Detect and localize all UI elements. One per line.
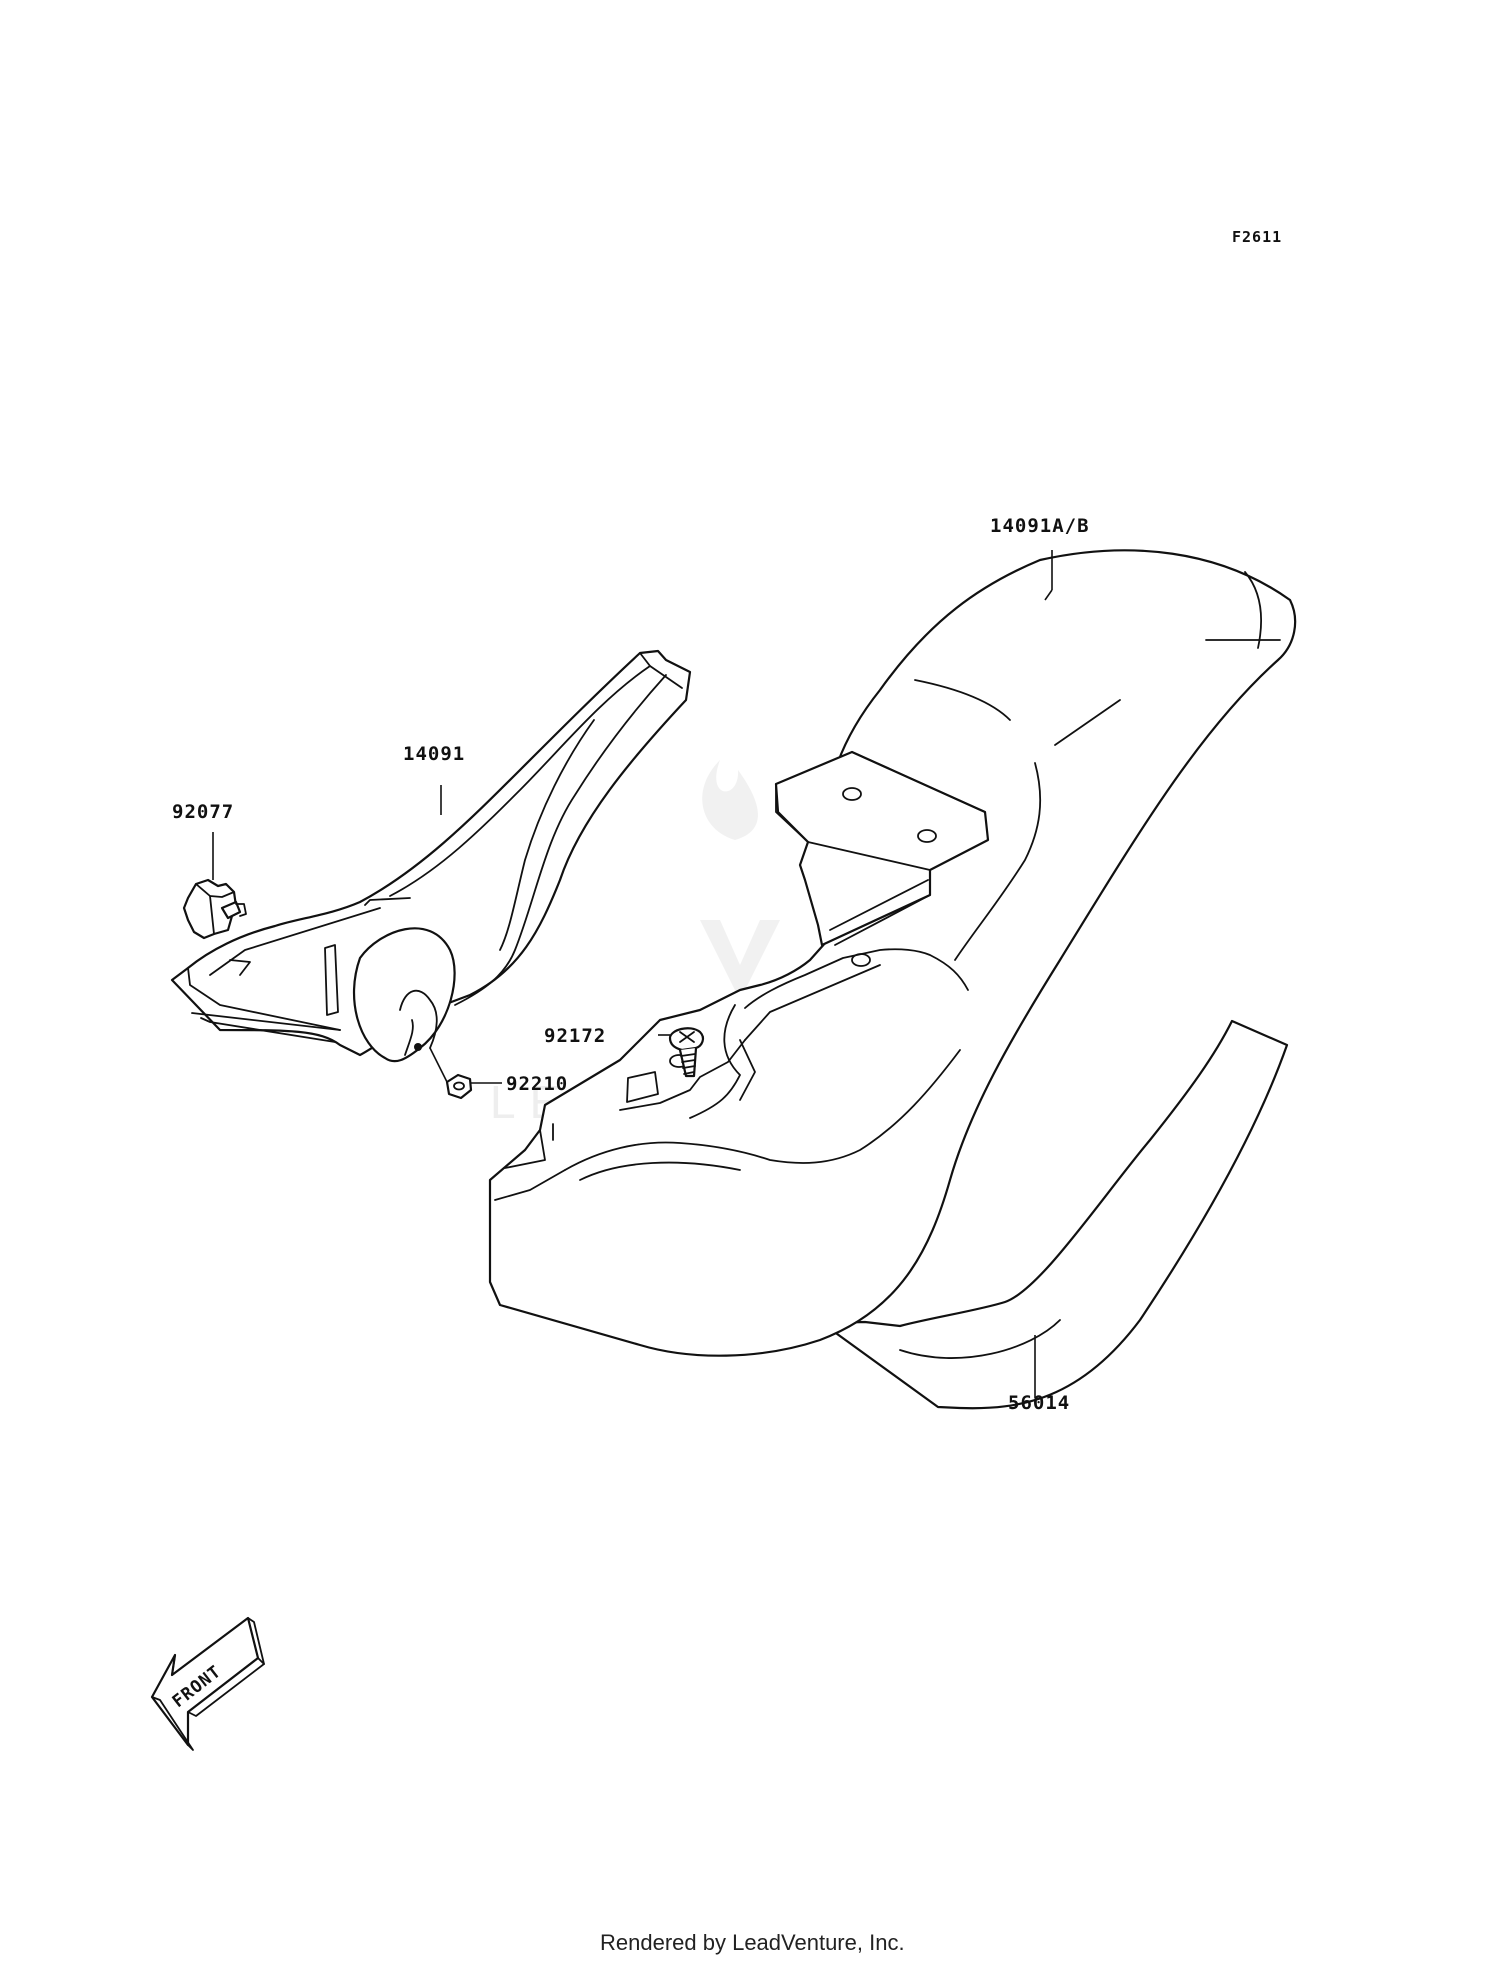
callout-knob[interactable]: 92077: [172, 801, 234, 823]
seat-pad-part: [820, 1019, 1289, 1410]
nut-part: [445, 1073, 473, 1100]
callout-seat[interactable]: 14091A/B: [990, 515, 1090, 537]
footer-credit: Rendered by LeadVenture, Inc.: [600, 1930, 905, 1955]
figure-code: F2611: [1232, 228, 1282, 246]
callout-bolt[interactable]: 92172: [544, 1025, 606, 1047]
side-cover-part: [170, 649, 692, 1063]
knob-part: [182, 878, 247, 940]
seat-part: [488, 549, 1297, 1357]
leader-lines: [212, 550, 1053, 1398]
bolt-part: [668, 1027, 705, 1078]
callout-pad[interactable]: 56014: [1008, 1392, 1070, 1414]
watermark-logo: [700, 760, 780, 1000]
front-arrow-icon: FRONT: [150, 1616, 265, 1751]
callout-side-cover[interactable]: 14091: [403, 743, 465, 765]
callout-nut[interactable]: 92210: [506, 1073, 568, 1095]
